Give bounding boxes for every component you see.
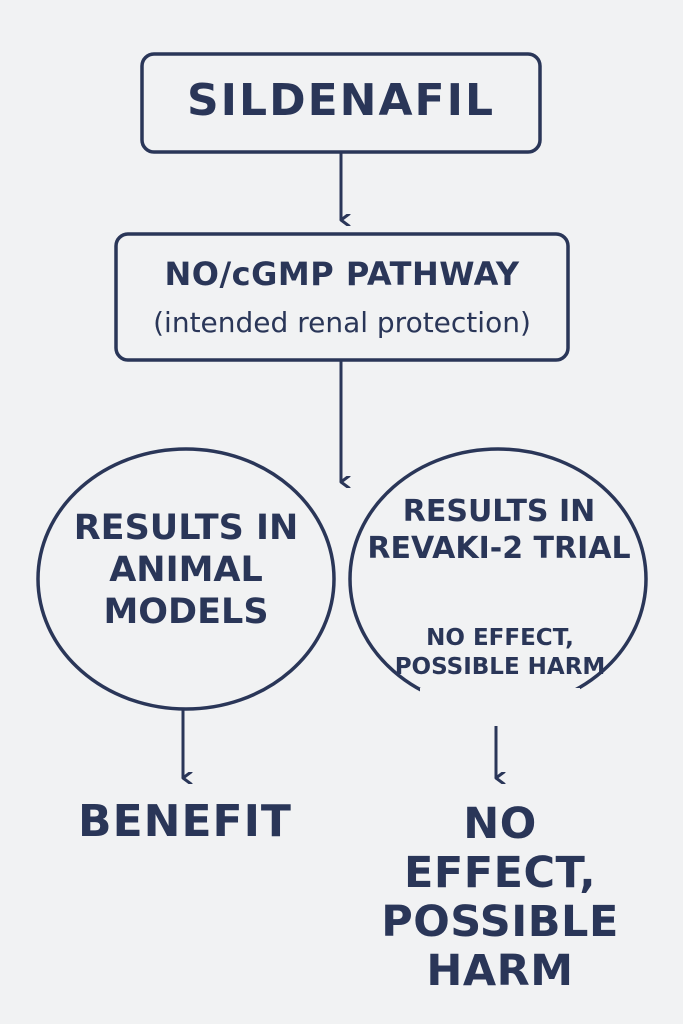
revaki-trial-title: RESULTS IN REVAKI-2 TRIAL — [367, 494, 631, 566]
no-effect-outcome: NO EFFECT, POSSIBLE HARM — [381, 799, 619, 997]
pathway-title: NO/cGMP PATHWAY — [164, 255, 520, 293]
pathway-box — [114, 232, 570, 362]
revaki-outline-gap — [420, 688, 580, 724]
pathway-subtitle: (intended renal protection) — [153, 306, 531, 339]
sildenafil-label: SILDENAFIL — [186, 75, 496, 126]
animal-models-ellipse — [36, 447, 336, 711]
animal-models-label: RESULTS IN ANIMAL MODELS — [73, 508, 299, 632]
benefit-outcome: BENEFIT — [78, 796, 292, 847]
revaki-trial-subtitle: NO EFFECT, POSSIBLE HARM — [394, 625, 606, 680]
